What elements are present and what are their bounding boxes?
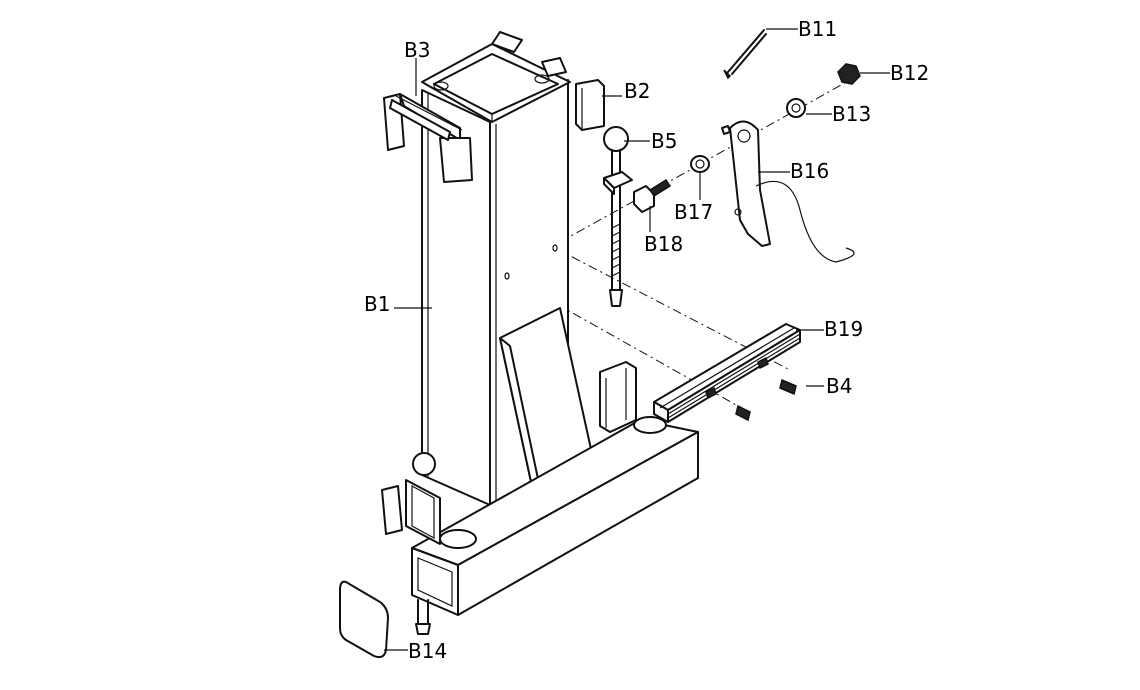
label-b16: B16 (790, 159, 829, 183)
label-b13: B13 (832, 102, 871, 126)
label-b1: B1 (364, 292, 390, 316)
b19-insert-bar (653, 323, 801, 423)
bottom-horizontal-tube (411, 416, 699, 616)
label-b17: B17 (674, 200, 713, 224)
b11-pin (723, 29, 767, 80)
b17-bushing (690, 155, 710, 173)
b5-knob-rod (603, 126, 633, 307)
label-b14: B14 (408, 639, 447, 663)
label-b4: B4 (826, 374, 852, 398)
b18-bolt (633, 178, 672, 213)
label-b11: B11 (798, 17, 837, 41)
b12-nut (837, 63, 861, 85)
part-labels: B1 B2 B3 B4 B5 B11 B12 B13 B14 B16 B17 B… (364, 17, 929, 663)
b2-block (575, 79, 605, 131)
label-b19: B19 (824, 317, 863, 341)
label-b12: B12 (890, 61, 929, 85)
label-b3: B3 (404, 38, 430, 62)
label-b18: B18 (644, 232, 683, 256)
label-b2: B2 (624, 79, 650, 103)
b3-top-clamp (383, 93, 473, 183)
b16-tab-plate (721, 120, 855, 263)
u-bracket (599, 361, 637, 433)
bottom-clamp-knob (381, 452, 441, 635)
b13-washer (786, 98, 806, 118)
b14-end-cap (339, 580, 389, 659)
b4-screws (735, 378, 797, 422)
leader-lines (384, 28, 890, 651)
label-b5: B5 (651, 129, 677, 153)
